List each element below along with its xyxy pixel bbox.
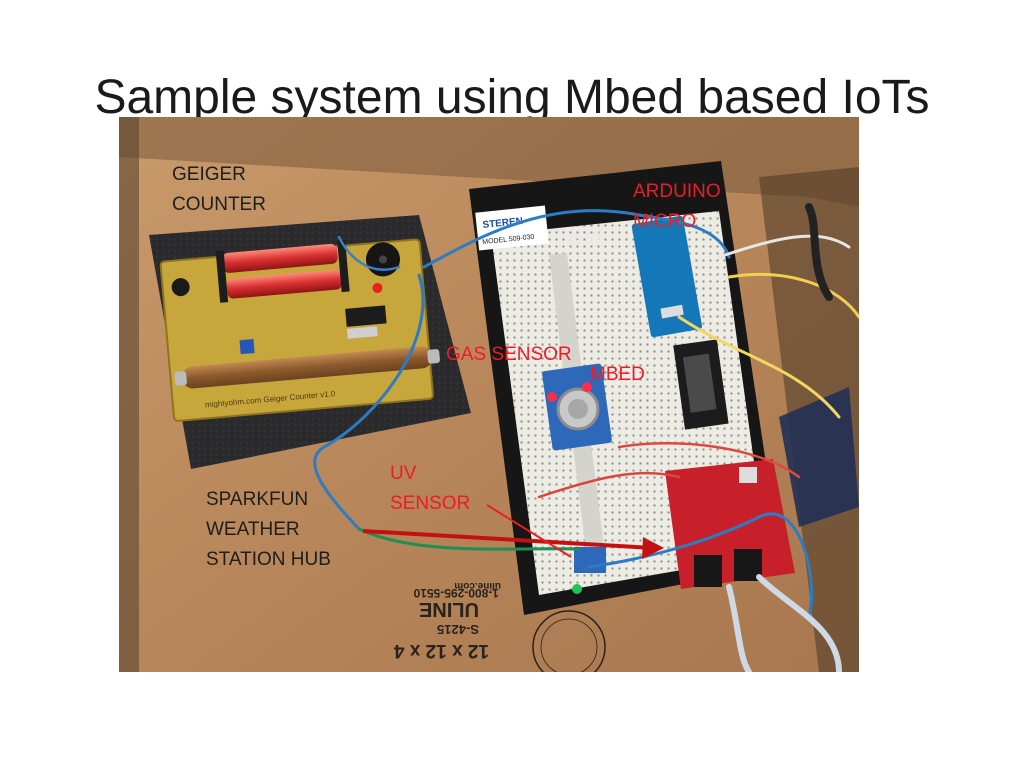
svg-text:12 x 12 x 4: 12 x 12 x 4 <box>393 640 489 661</box>
label-arduino-micro: ARDUINO MICRO <box>633 181 721 232</box>
label-gas-sensor: GAS SENSOR <box>446 344 572 365</box>
svg-text:uline.com: uline.com <box>454 580 501 591</box>
breadboard-label: STEREN MODEL 509-030 Va Vb <box>475 205 605 251</box>
geiger-counter-assembly: mightyohm.com Geiger Counter v1.0 <box>149 215 471 469</box>
pointer-arrow <box>362 504 664 559</box>
label-uv-sensor: UV SENSOR <box>390 463 471 514</box>
svg-text:Va Vb: Va Vb <box>566 229 605 248</box>
uv-sensor-module <box>574 547 606 573</box>
svg-text:ULINE: ULINE <box>419 598 479 620</box>
label-mbed: MBED <box>590 364 645 385</box>
label-sparkfun-weather-station-hub: SPARKFUN WEATHER STATION HUB <box>206 489 331 570</box>
svg-text:STEREN: STEREN <box>482 216 523 231</box>
svg-text:S-4215: S-4215 <box>437 622 479 637</box>
label-geiger-counter: GEIGER COUNTER <box>172 164 266 215</box>
mbed-module <box>673 339 729 430</box>
weather-shield-hub <box>665 387 859 589</box>
box-printing: uline.com 1-800-295-5510 ULINE S-4215 12… <box>393 580 606 672</box>
svg-text:1-800-295-5510: 1-800-295-5510 <box>413 586 499 600</box>
slide-title: Sample system using Mbed based IoTs <box>94 71 930 124</box>
gas-sensor-module <box>542 363 612 451</box>
hardware-photo-illustration: uline.com 1-800-295-5510 ULINE S-4215 12… <box>119 117 859 672</box>
arduino-micro-module <box>631 215 703 338</box>
hardware-photo: uline.com 1-800-295-5510 ULINE S-4215 12… <box>119 117 859 672</box>
